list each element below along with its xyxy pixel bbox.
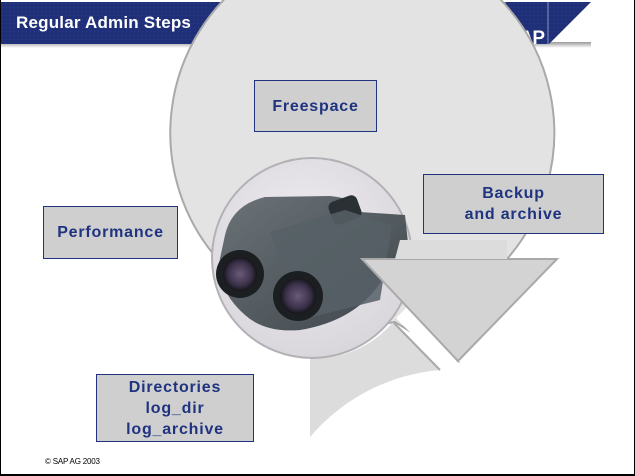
step-freespace: Freespace — [254, 80, 377, 132]
step-performance: Performance — [43, 206, 178, 259]
step-directories: Directories log_dir log_archive — [96, 374, 254, 442]
slide-title: Regular Admin Steps — [16, 13, 192, 32]
arrow-gap — [396, 302, 462, 370]
step-directories-label-line2: log_dir — [145, 399, 205, 417]
step-directories-label-line1: Directories — [128, 378, 222, 396]
step-performance-label: Performance — [57, 224, 164, 241]
step-directories-label-line3: log_archive — [126, 420, 224, 438]
binoculars-image — [216, 195, 410, 331]
step-freespace-label: Freespace — [272, 97, 359, 115]
step-backup-label-line2: and archive — [464, 206, 563, 223]
step-backup-label-line1: Backup — [482, 185, 545, 202]
cycle-ring-tail — [310, 322, 440, 437]
step-backup-archive: Backup and archive — [423, 174, 604, 234]
copyright-notice: © SAP AG 2003 — [45, 457, 100, 466]
